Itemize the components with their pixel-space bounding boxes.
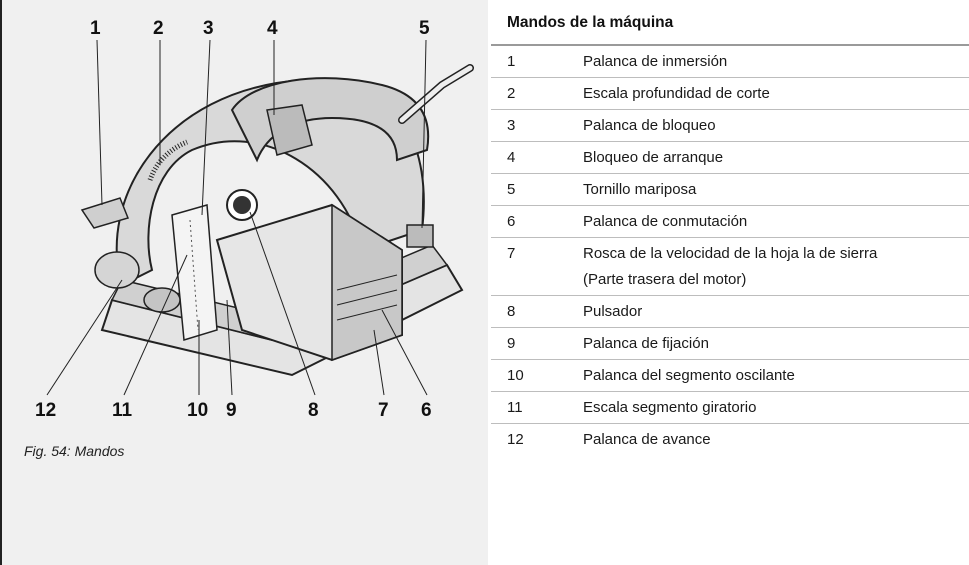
figure-panel: 1 2 3 4 5 12 11 10 9 8 7 6 Fig. 54: Mand… <box>0 0 488 565</box>
row-number: 9 <box>507 335 516 352</box>
table-row: 11 Escala segmento giratorio <box>491 392 969 424</box>
row-number: 10 <box>507 367 524 384</box>
row-description: Palanca de conmutación <box>583 213 748 230</box>
table-title: Mandos de la máquina <box>507 14 674 31</box>
callout-7: 7 <box>378 400 389 421</box>
callout-8: 8 <box>308 400 319 421</box>
row-description: Palanca del segmento oscilante <box>583 367 795 384</box>
plunge-saw-drawing <box>46 39 474 396</box>
row-description: Bloqueo de arranque <box>583 149 724 166</box>
callout-11: 11 <box>112 400 133 421</box>
table-row: 12 Palanca de avance <box>491 424 969 455</box>
table-row: 3 Palanca de bloqueo <box>491 110 969 142</box>
row-number: 5 <box>507 181 516 198</box>
callout-1: 1 <box>90 18 101 39</box>
row-description: Palanca de bloqueo <box>583 117 716 134</box>
row-description: Palanca de avance <box>583 431 711 448</box>
controls-table: Mandos de la máquina 1 Palanca de inmersi… <box>491 0 969 565</box>
row-number: 6 <box>507 213 516 230</box>
title-divider <box>491 44 969 46</box>
callout-4: 4 <box>267 18 278 39</box>
table-row: 5 Tornillo mariposa <box>491 174 969 206</box>
table-row: 6 Palanca de conmutación <box>491 206 969 238</box>
row-number: 3 <box>507 117 516 134</box>
row-description: Palanca de inmersión <box>583 53 728 70</box>
callout-9: 9 <box>226 400 237 421</box>
row-description-note: (Parte trasera del motor) <box>583 271 747 288</box>
row-description: Palanca de fijación <box>583 335 709 352</box>
row-number: 1 <box>507 53 516 70</box>
table-row: 4 Bloqueo de arranque <box>491 142 969 174</box>
table-row: 9 Palanca de fijación <box>491 328 969 360</box>
table-row: 8 Pulsador <box>491 296 969 328</box>
figure-caption: Fig. 54: Mandos <box>24 443 125 459</box>
callout-10: 10 <box>187 400 209 421</box>
callout-2: 2 <box>153 18 164 39</box>
row-number: 8 <box>507 303 516 320</box>
row-description: Rosca de la velocidad de la hoja la de s… <box>583 245 878 262</box>
row-description-multiline: Rosca de la velocidad de la hoja la de s… <box>583 238 969 295</box>
row-number: 2 <box>507 85 516 102</box>
row-description: Escala profundidad de corte <box>583 85 770 102</box>
row-number: 11 <box>507 399 523 416</box>
row-description: Escala segmento giratorio <box>583 399 757 416</box>
row-description: Tornillo mariposa <box>583 181 697 198</box>
table-row: 7 Rosca de la velocidad de la hoja la de … <box>491 238 969 296</box>
callout-3: 3 <box>203 18 214 39</box>
table-rows: 1 Palanca de inmersión 2 Escala profundida… <box>491 46 969 455</box>
table-row: 10 Palanca del segmento oscilante <box>491 360 969 392</box>
callout-6: 6 <box>421 400 432 421</box>
table-row: 1 Palanca de inmersión <box>491 46 969 78</box>
row-number: 12 <box>507 431 524 448</box>
callout-12: 12 <box>35 400 57 421</box>
row-number: 4 <box>507 149 516 166</box>
callout-5: 5 <box>419 18 430 39</box>
saw-illustration: 1 2 3 4 5 12 11 10 9 8 7 6 <box>2 0 490 430</box>
row-description: Pulsador <box>583 303 643 320</box>
table-row: 2 Escala profundidad de corte <box>491 78 969 110</box>
row-number: 7 <box>507 245 516 262</box>
